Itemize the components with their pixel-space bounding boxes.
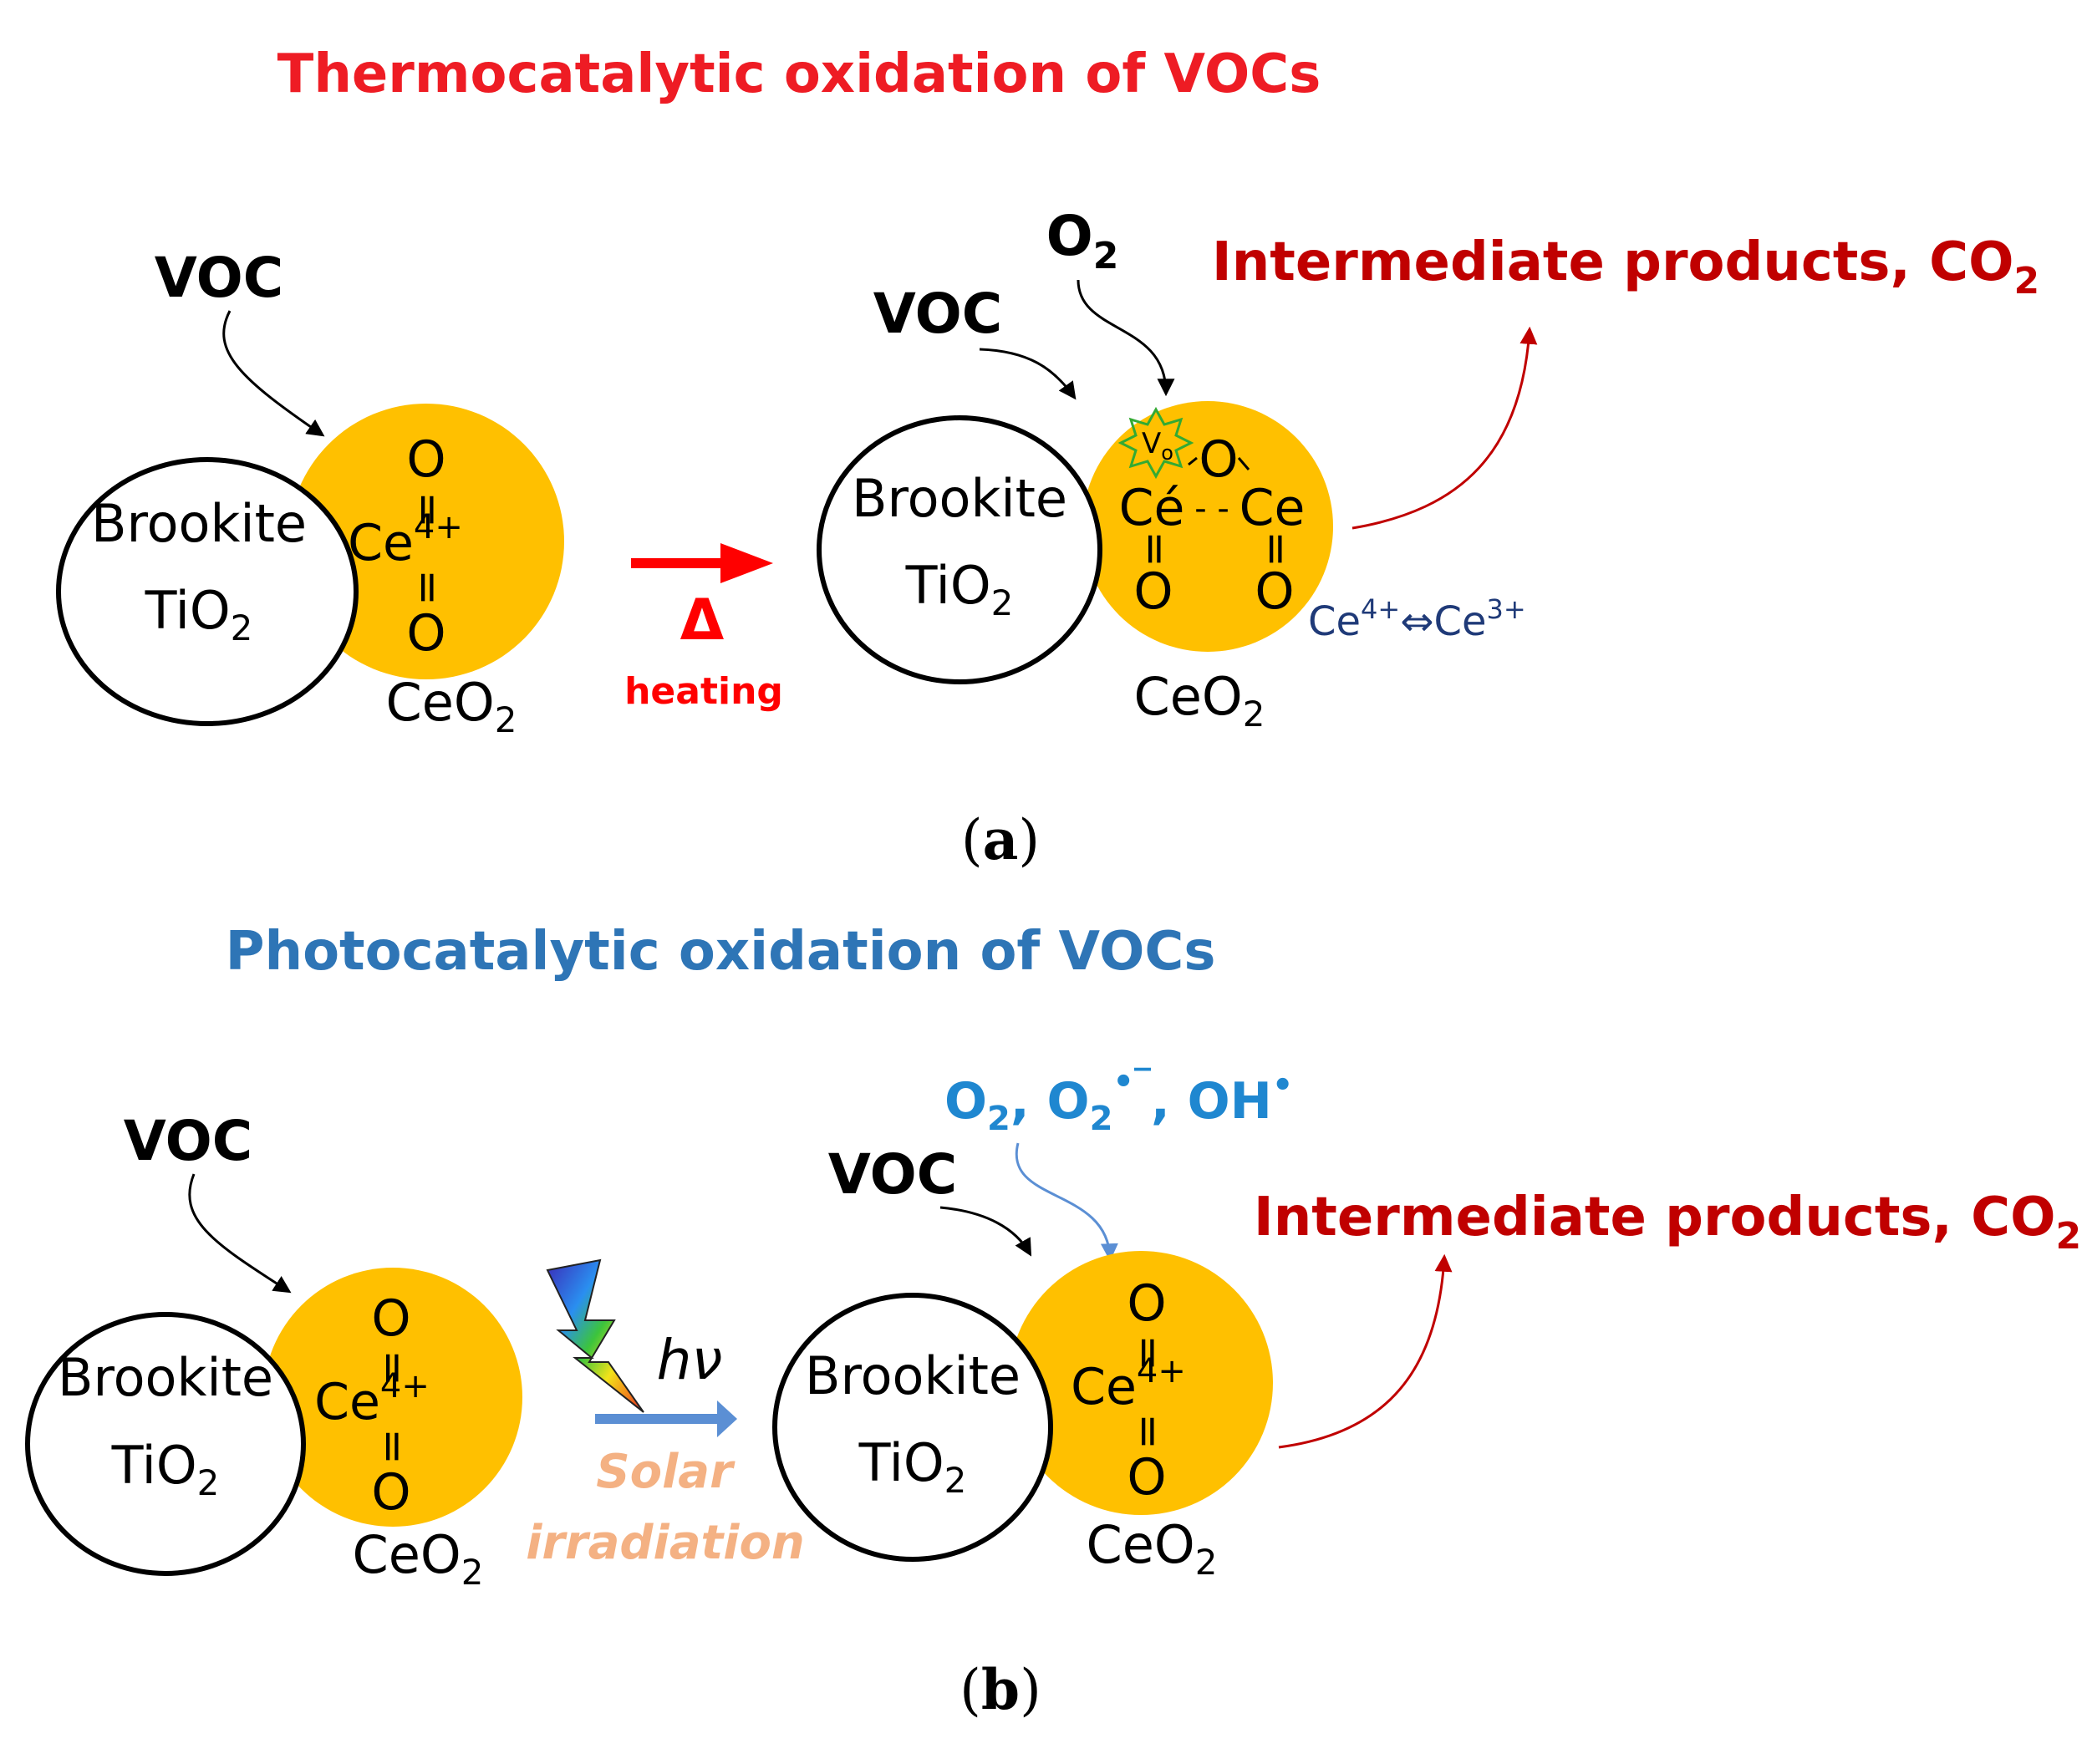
product-release-arrow [1278, 1253, 1453, 1449]
ceria-ce-center: Ce4+ [348, 508, 463, 572]
support-label-line2: TiO2 [858, 1432, 967, 1501]
support-label-line1: Brookite [91, 493, 307, 554]
brookite-tio2-particle [817, 415, 1102, 684]
ceo2-particle [1082, 401, 1333, 652]
panel-a: Thermocatalytic oxidation of VOCs VOC Br… [56, 43, 2039, 872]
solar-label-line2: irradiation [526, 1516, 805, 1570]
ceria-double-bond-top: = [403, 491, 453, 528]
voc-label: VOC [828, 1142, 957, 1207]
lightning-bolt-icon [546, 1258, 644, 1413]
voc-adsorption-arrow [939, 1206, 1032, 1257]
heating-arrow-head [720, 543, 773, 583]
ce-redox-couple: Ce4+⇔Ce3+ [1308, 593, 1526, 645]
voc-label: VOC [873, 282, 1002, 346]
product-label: Intermediate products, CO2 [1254, 1187, 2081, 1258]
product-label: Intermediate products, CO2 [1212, 231, 2039, 302]
delta-symbol: Δ [680, 587, 725, 653]
panel-a-title: Thermocatalytic oxidation of VOCs [277, 43, 1321, 105]
panel-b-initial-catalyst: VOC Brookite TiO2 O = Ce4+ = O CeO2 [25, 1109, 522, 1593]
brookite-tio2-particle [25, 1312, 306, 1576]
panel-b-active-catalyst: VOC O2, O2•‾, OH• Brookite TiO2 O = Ce4+… [772, 1063, 1293, 1583]
heating-arrow-shaft [631, 558, 723, 568]
brookite-tio2-particle [56, 457, 359, 726]
support-label-line2: TiO2 [111, 1435, 220, 1503]
voc-adsorption-arrow [188, 1173, 292, 1294]
photon-symbol: hν [657, 1328, 723, 1392]
ceo2-label: CeO2 [386, 672, 517, 740]
ceria-oxo-top: O [406, 430, 445, 489]
bridge-bond-right [1237, 457, 1250, 470]
ceria-oxo-top: O [371, 1289, 410, 1348]
panel-a-active-catalyst: VOC O2 Brookite TiO2 Vo O Cé - - Ce = = … [817, 204, 1526, 735]
bridge-bond-left [1188, 456, 1198, 466]
oxygen-vacancy-label: Vo [1142, 427, 1173, 465]
ceria-double-bond-bottom: = [368, 1428, 418, 1465]
voc-adsorption-arrow [979, 348, 1077, 400]
ceria-oxo-bottom: O [1127, 1448, 1166, 1507]
panel-a-caption: (a) [961, 807, 1040, 872]
panel-b-caption: (b) [960, 1657, 1041, 1722]
solar-step: hν Solar irradiation [526, 1258, 805, 1570]
voc-label: VOC [124, 1109, 252, 1173]
solar-arrow-head [717, 1401, 737, 1437]
ceria-ce-center: Ce4+ [1071, 1352, 1186, 1416]
voc-label: VOC [155, 246, 283, 310]
ceo2-label: CeO2 [353, 1524, 484, 1593]
bridging-oxygen: O [1199, 430, 1238, 489]
ceo2-particle [1009, 1251, 1273, 1515]
support-label-line2: TiO2 [145, 580, 253, 648]
oxygen-adsorption-arrow [1077, 279, 1175, 397]
ceria-oxo-bottom: O [371, 1463, 410, 1522]
oxo-right: O [1255, 562, 1294, 621]
panel-a-initial-catalyst: VOC Brookite TiO2 O = Ce4+ = O CeO2 [56, 246, 564, 740]
solar-label-line1: Solar [596, 1445, 736, 1499]
oxygen-label: O2 [1046, 204, 1119, 277]
heating-step: Δ heating [624, 543, 783, 713]
ceria-double-bond-bottom: = [1123, 1413, 1173, 1450]
ceria-oxo-bottom: O [406, 604, 445, 663]
cerium-left: Cé [1119, 479, 1185, 537]
reactive-species-label: O2, O2•‾, OH• [944, 1063, 1293, 1138]
ceo2-particle [263, 1268, 522, 1527]
double-bond-left: = [1130, 531, 1180, 567]
ceo2-label: CeO2 [1087, 1514, 1218, 1583]
cerium-right: Ce [1239, 479, 1306, 537]
voc-adsorption-arrow [222, 310, 325, 437]
product-release-arrow [1351, 326, 1538, 530]
support-label-line2: TiO2 [905, 555, 1014, 623]
ceria-ce-center: Ce4+ [314, 1367, 430, 1431]
brookite-tio2-particle [772, 1293, 1053, 1562]
reactive-species-arrow [1015, 1142, 1118, 1262]
oxo-left: O [1133, 562, 1173, 621]
solar-arrow-shaft [595, 1414, 719, 1424]
ceria-double-bond-top: = [1123, 1334, 1173, 1371]
support-label-line1: Brookite [805, 1345, 1021, 1406]
panel-b: Photocatalytic oxidation of VOCs VOC Bro… [25, 921, 2081, 1722]
cerium-bridge-dashes: - - [1194, 490, 1229, 528]
ceo2-label: CeO2 [1134, 666, 1265, 735]
support-label-line1: Brookite [58, 1347, 273, 1408]
double-bond-right: = [1251, 531, 1301, 567]
ceria-double-bond-bottom: = [403, 569, 453, 606]
oxygen-vacancy-star-icon [1117, 406, 1194, 480]
support-label-line1: Brookite [852, 468, 1067, 529]
ceria-oxo-top: O [1127, 1274, 1166, 1333]
panel-b-title: Photocatalytic oxidation of VOCs [226, 921, 1216, 983]
ceo2-particle [288, 404, 564, 679]
ceria-double-bond-top: = [368, 1350, 418, 1386]
heating-label: heating [624, 670, 783, 713]
